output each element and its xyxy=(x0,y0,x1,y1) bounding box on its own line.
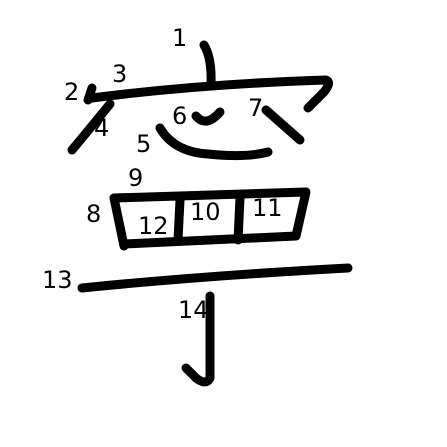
stroke-number-11: 11 xyxy=(252,194,283,222)
stroke-10 xyxy=(173,195,185,245)
stroke-number-8: 8 xyxy=(86,200,101,228)
character-strokes xyxy=(67,40,353,387)
stroke-number-9: 9 xyxy=(128,164,143,192)
stroke-7 xyxy=(261,105,305,145)
stroke-1 xyxy=(199,40,216,89)
stroke-13 xyxy=(77,263,353,293)
stroke-14 xyxy=(181,291,215,387)
stroke-number-7: 7 xyxy=(248,94,263,122)
stroke-4 xyxy=(67,99,115,155)
stroke-number-1: 1 xyxy=(172,24,187,52)
stroke-number-10: 10 xyxy=(190,198,221,226)
stroke-number-14: 14 xyxy=(178,296,209,324)
stroke-number-6: 6 xyxy=(172,102,187,130)
stroke-5 xyxy=(155,123,273,161)
stroke-3 xyxy=(87,75,334,113)
stroke-number-4: 4 xyxy=(94,114,109,142)
stroke-number-13: 13 xyxy=(42,266,73,294)
stroke-number-5: 5 xyxy=(136,130,151,158)
stroke-number-labels: 1 2 3 4 5 6 7 8 9 10 11 12 13 14 xyxy=(42,24,283,324)
stroke-8 xyxy=(109,193,129,251)
stroke-number-12: 12 xyxy=(138,212,169,240)
stroke-12 xyxy=(119,231,301,249)
stroke-6 xyxy=(191,107,225,126)
stroke-number-2: 2 xyxy=(64,78,79,106)
stroke-11 xyxy=(233,193,245,245)
stroke-number-3: 3 xyxy=(112,60,127,88)
